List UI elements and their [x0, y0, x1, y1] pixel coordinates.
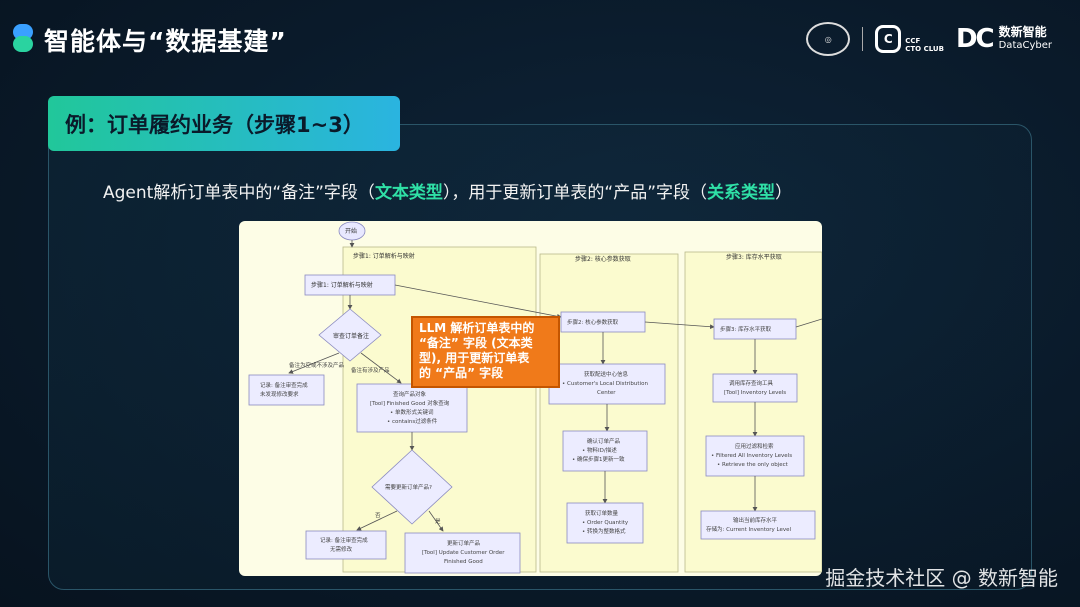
decision-review: [318, 308, 382, 362]
dc-logo-text: 数新智能 DataCyber: [999, 26, 1052, 52]
node-query-l4: • contains过滤条件: [387, 417, 438, 425]
lane1-title: 步骤1: 订单解析与映射: [353, 252, 415, 260]
node-parse-label: 步骤1: 订单解析与映射: [311, 281, 373, 289]
decision-update-label: 需要更新订单产品?: [385, 483, 432, 491]
description: Agent解析订单表中的“备注”字段（文本类型），用于更新订单表的“产品”字段（…: [103, 178, 792, 203]
node-filter-l1: 应用过滤和检索: [735, 442, 774, 450]
lane3-title: 步骤3: 库存水平获取: [726, 253, 782, 261]
lane-step2: [539, 253, 679, 573]
node-tool-l2: [Tool] Inventory Levels: [724, 390, 786, 396]
node-distribution: [548, 363, 666, 405]
cto-logo-text: CCF CTO CLUB: [905, 37, 944, 53]
node-record2-l1: 记录: 备注审查完成: [320, 536, 368, 544]
node-update-l2: [Tool] Update Customer Order: [422, 550, 505, 556]
node-update-l3: Finished Good: [444, 559, 483, 565]
node-update-product: [404, 532, 521, 574]
callout-line2: “备注” 字段 (文本类: [419, 336, 533, 350]
lane2-title: 步骤2: 核心参数获取: [575, 255, 631, 263]
node-inventory-label: 步骤3: 库存水平获取: [720, 325, 772, 333]
node-filter-l2: • Filtered All Inventory Levels: [711, 453, 792, 459]
node-query-l1: 查询产品对象: [393, 390, 427, 398]
node-filter-l3: • Retrieve the only object: [717, 462, 789, 468]
desc-part2: ），用于更新订单表的“产品”字段（: [442, 183, 708, 203]
watermark: 掘金技术社区 @ 数新智能: [825, 566, 1058, 590]
node-record1-l2: 未发现修改要求: [260, 390, 299, 398]
desc-part3: ）: [775, 183, 793, 203]
divider: [862, 27, 864, 51]
node-tool-l1: 调用库存查询工具: [729, 379, 774, 387]
callout-line4: 的 “产品” 字段: [419, 366, 504, 380]
dc-cn: 数新智能: [998, 25, 1047, 39]
callout-box: LLM 解析订单表中的 “备注” 字段 (文本类 型), 用于更新订单表 的 “…: [411, 316, 560, 388]
node-confirm-l1: 确认订单产品: [587, 437, 621, 445]
node-dist-l1: 获取配送中心信息: [584, 370, 629, 378]
node-qty-l1: 获取订单数量: [585, 509, 619, 517]
seal-logo-icon: ◎: [806, 22, 851, 56]
desc-highlight-text-type: 文本类型: [374, 183, 443, 203]
cto-mark: C: [875, 25, 902, 53]
brand-logo-icon: [13, 24, 33, 52]
node-confirm-l2: • 物料ID/描述: [582, 446, 617, 454]
node-quantity: [566, 502, 644, 544]
node-output: [700, 510, 816, 540]
slide-title: 智能体与“数据基建”: [44, 27, 287, 56]
callout-line1: LLM 解析订单表中的: [419, 321, 535, 335]
desc-highlight-relation-type: 关系类型: [707, 183, 776, 203]
edge-no-label: 否: [375, 512, 381, 519]
dc-en: DataCyber: [998, 40, 1052, 51]
decision-review-label: 审查订单备注: [333, 332, 369, 340]
desc-part1: Agent解析订单表中的“备注”字段（: [103, 183, 375, 203]
node-confirm-l3: • 确保步骤1更新一致: [572, 455, 625, 463]
cto-line1: CCF: [905, 37, 921, 45]
node-query: [356, 383, 468, 433]
node-record2-l2: 无需修改: [330, 545, 353, 553]
partner-logos: ◎ C CCF CTO CLUB DC 数新智能 DataCyber: [806, 22, 1052, 56]
node-filter: [705, 435, 805, 477]
node-query-l2: [Tool] Finished Good 对象查询: [370, 399, 450, 407]
edge-none-label: 备注为空或不涉及产品: [289, 361, 345, 369]
dc-mark: DC: [955, 24, 995, 54]
node-qty-l2: • Order Quantity: [582, 520, 629, 526]
node-dist-l3: Center: [597, 390, 616, 396]
decision-update: [371, 449, 453, 525]
flowchart-image: 步骤1: 订单解析与映射 步骤2: 核心参数获取 步骤3: 库存水平获取 开始 …: [239, 221, 822, 576]
edge-yes-label: 是: [435, 518, 441, 525]
node-confirm-product: [562, 430, 648, 472]
node-qty-l3: • 转换为整数格式: [582, 527, 626, 535]
node-record2: [305, 530, 387, 560]
cto-line2: CTO CLUB: [905, 45, 944, 53]
node-tool: [712, 373, 798, 403]
flowchart-diagram: 步骤1: 订单解析与映射 步骤2: 核心参数获取 步骤3: 库存水平获取 开始 …: [248, 221, 822, 574]
node-query-l3: • 单数形式关键词: [390, 408, 434, 416]
node-update-l1: 更新订单产品: [447, 539, 481, 547]
start-label: 开始: [345, 227, 357, 235]
example-tag: 例：订单履约业务（步骤1~3）: [48, 96, 400, 151]
node-output-l2: 存储为: Current Inventory Level: [706, 525, 792, 533]
node-output-l1: 输出当前库存水平: [733, 516, 778, 524]
node-record1-l1: 记录: 备注审查完成: [260, 381, 308, 389]
callout-line3: 型), 用于更新订单表: [419, 351, 530, 365]
edge-has-label: 备注有涉及产品: [351, 366, 390, 374]
node-core-label: 步骤2: 核心参数获取: [567, 318, 619, 326]
cto-club-logo: C CCF CTO CLUB: [875, 25, 944, 53]
node-dist-l2: • Customer's Local Distribution: [562, 381, 648, 387]
node-record1: [248, 374, 325, 406]
datacyber-logo: DC 数新智能 DataCyber: [956, 24, 1052, 54]
